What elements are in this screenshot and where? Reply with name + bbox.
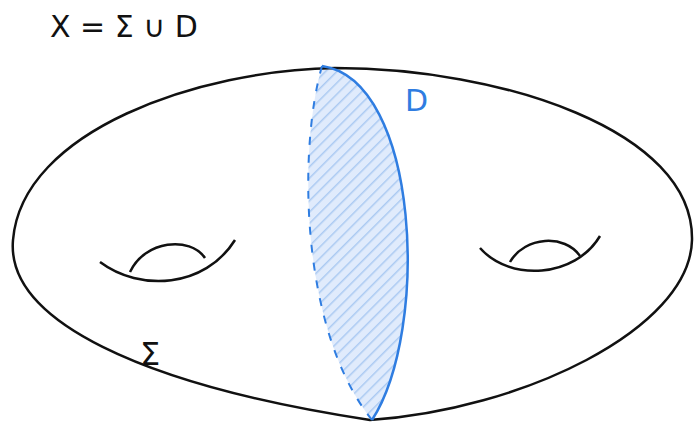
disk-label: D xyxy=(405,86,428,116)
disk-fill xyxy=(308,66,407,420)
hole-lower xyxy=(100,240,235,281)
surface-label: Σ xyxy=(140,338,160,370)
formula-title: X = Σ ∪ D xyxy=(50,12,198,42)
hole-upper xyxy=(510,241,580,262)
hole-lower xyxy=(480,236,600,271)
disk-boundary xyxy=(322,66,408,420)
disk-boundary-hidden xyxy=(308,66,372,420)
surface-outline xyxy=(13,68,692,420)
hole-upper xyxy=(130,244,205,272)
